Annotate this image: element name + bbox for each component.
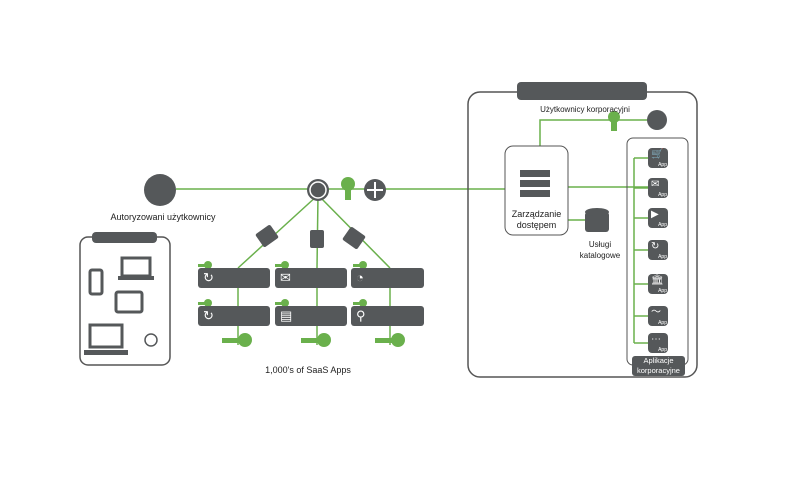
saas-app-bar[interactable]: ◔ — [351, 268, 424, 288]
saas-app-bar[interactable]: ▤ — [275, 306, 347, 326]
server-icon — [520, 170, 550, 197]
access-management-label: Zarządzanie dostępem — [505, 209, 568, 231]
mail-icon: ✉ — [280, 270, 291, 285]
saas-app-bar[interactable]: ⚲ — [351, 306, 424, 326]
app-tag: App — [658, 162, 667, 168]
corporate-app-bank[interactable]: 🏛 App — [648, 274, 668, 294]
directory-line2: katalogowe — [579, 251, 621, 260]
app-tag: App — [658, 254, 667, 260]
gauge-icon: ◔ — [356, 270, 364, 285]
bank-icon: 🏛 — [651, 275, 664, 286]
corporate-app-cart[interactable]: 🛒 App — [648, 148, 668, 168]
corporate-users-link — [539, 119, 648, 146]
app-tag: App — [658, 347, 667, 353]
link-left — [237, 194, 319, 269]
saas-apps-label: 1,000's of SaaS Apps — [265, 365, 351, 375]
refresh-icon: ↻ — [651, 241, 660, 252]
corporate-apps-label: Aplikacje korporacyjne — [632, 356, 685, 376]
play-icon: ▶ — [651, 209, 659, 220]
app-tag: App — [658, 222, 667, 228]
directory-line1: Usługi — [588, 240, 612, 249]
corporate-key-icon — [608, 111, 620, 131]
document-icon — [255, 225, 279, 247]
watch-icon — [144, 333, 158, 347]
key-icons — [198, 261, 405, 347]
refresh-icon: ↻ — [203, 308, 214, 323]
authorized-user-icon — [144, 174, 176, 206]
corporate-app-sync[interactable]: ↻ App — [648, 240, 668, 260]
key-icon — [341, 177, 355, 200]
phone-icon — [88, 268, 104, 296]
corporate-app-generic[interactable]: ⋯ App — [648, 333, 668, 353]
desktop-icon — [88, 323, 124, 349]
access-management-line1: Zarządzanie — [511, 209, 562, 219]
corporate-apps-line2: korporacyjne — [637, 366, 680, 375]
tablet-icon — [114, 290, 144, 314]
cart-icon: 🛒 — [651, 149, 664, 160]
app-tag: App — [658, 320, 667, 326]
corporate-apps-line1: Aplikacje — [643, 356, 674, 365]
corporate-users-label: Użytkownicy korporacyjni — [540, 105, 630, 114]
location-pin-icon: ⚲ — [356, 308, 366, 323]
app-tag: App — [658, 192, 667, 198]
saas-app-bar[interactable]: ↻ — [198, 306, 270, 326]
directory-services-label: Usługi katalogowe — [572, 239, 628, 261]
pulse-icon: 〜 — [651, 307, 661, 318]
refresh-icon: ↻ — [203, 270, 214, 285]
saas-app-bar[interactable]: ↻ — [198, 268, 270, 288]
corporate-app-monitor[interactable]: 〜 App — [648, 306, 668, 326]
authorized-users-label: Autoryzowani użytkownicy — [110, 212, 216, 222]
corporate-app-video[interactable]: ▶ App — [648, 208, 668, 228]
app-tag: App — [658, 288, 667, 294]
mail-icon: ✉ — [651, 179, 660, 190]
generic-app-icon: ⋯ — [651, 334, 661, 345]
saas-app-bar[interactable]: ✉ — [275, 268, 347, 288]
corporate-app-mail[interactable]: ✉ App — [648, 178, 668, 198]
document-icon — [342, 227, 366, 249]
document-icon — [310, 230, 324, 248]
database-icon: ▤ — [280, 308, 293, 323]
corporate-user-icon — [647, 110, 667, 130]
database-icon — [585, 208, 609, 232]
access-management-line2: dostępem — [516, 220, 557, 230]
